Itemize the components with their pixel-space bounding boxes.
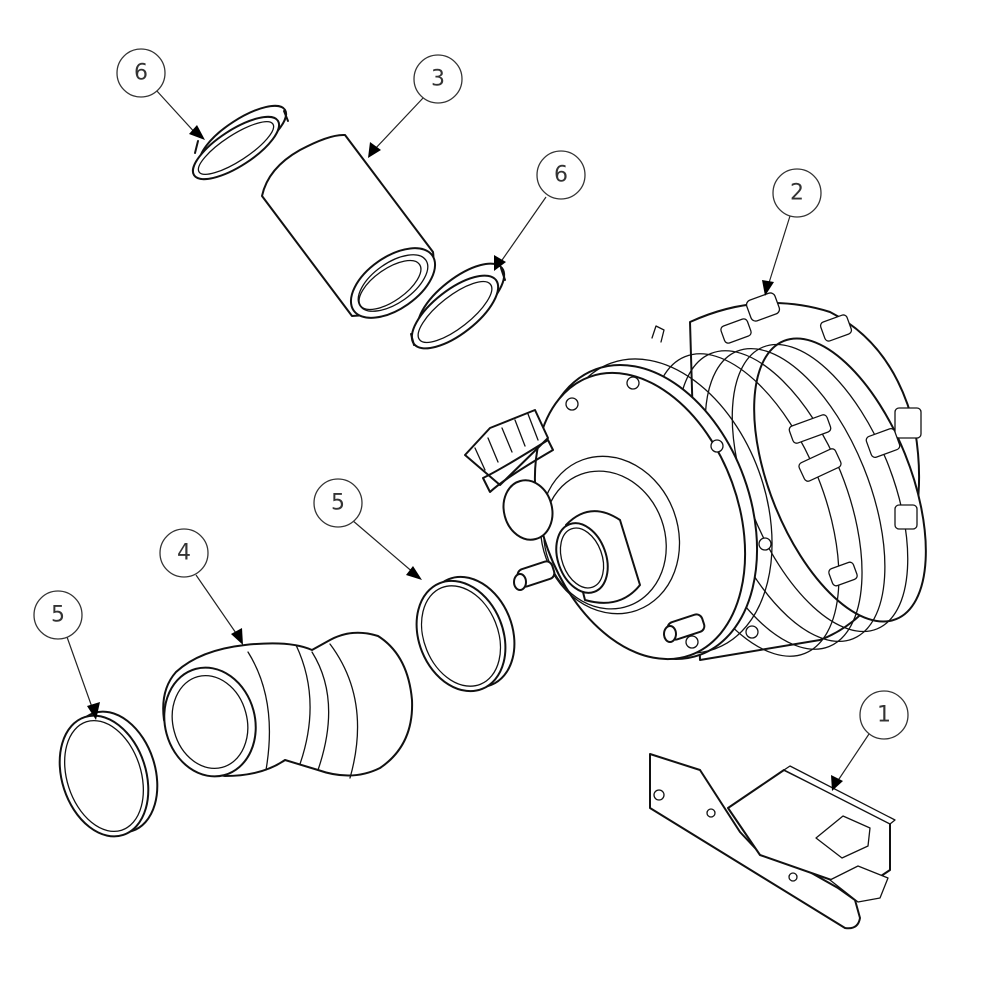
- balloon-6-top-right: 6: [536, 150, 586, 200]
- part-hose-clamp-right: [415, 575, 516, 693]
- svg-text:5: 5: [331, 491, 345, 516]
- svg-text:4: 4: [177, 541, 191, 566]
- leader-lines: [66, 89, 870, 791]
- svg-text:6: 6: [134, 61, 148, 86]
- svg-text:3: 3: [431, 67, 445, 92]
- part-ring-seal-top-left: [191, 104, 289, 181]
- svg-text:1: 1: [877, 703, 891, 728]
- svg-text:6: 6: [554, 163, 568, 188]
- part-mounting-bracket: [649, 753, 896, 930]
- balloon-5-right: 5: [313, 478, 363, 528]
- part-pump-motor: [464, 292, 927, 661]
- balloon-5-left: 5: [33, 590, 83, 640]
- nozzle-bottom: [663, 613, 706, 643]
- nozzle-lower-left: [513, 560, 556, 591]
- balloon-6-top-left: 6: [116, 48, 166, 98]
- balloon-2: 2: [772, 168, 822, 218]
- balloon-4: 4: [159, 528, 209, 578]
- part-ring-seal-top-right: [410, 262, 506, 350]
- part-elbow-hose: [162, 631, 414, 779]
- part-straight-hose-sleeve: [261, 133, 437, 319]
- screw-heads: [565, 376, 772, 649]
- svg-text:2: 2: [790, 181, 804, 206]
- balloon-1: 1: [859, 690, 909, 740]
- balloon-3: 3: [413, 54, 463, 104]
- svg-text:5: 5: [51, 603, 65, 628]
- part-hose-clamp-left: [58, 710, 159, 838]
